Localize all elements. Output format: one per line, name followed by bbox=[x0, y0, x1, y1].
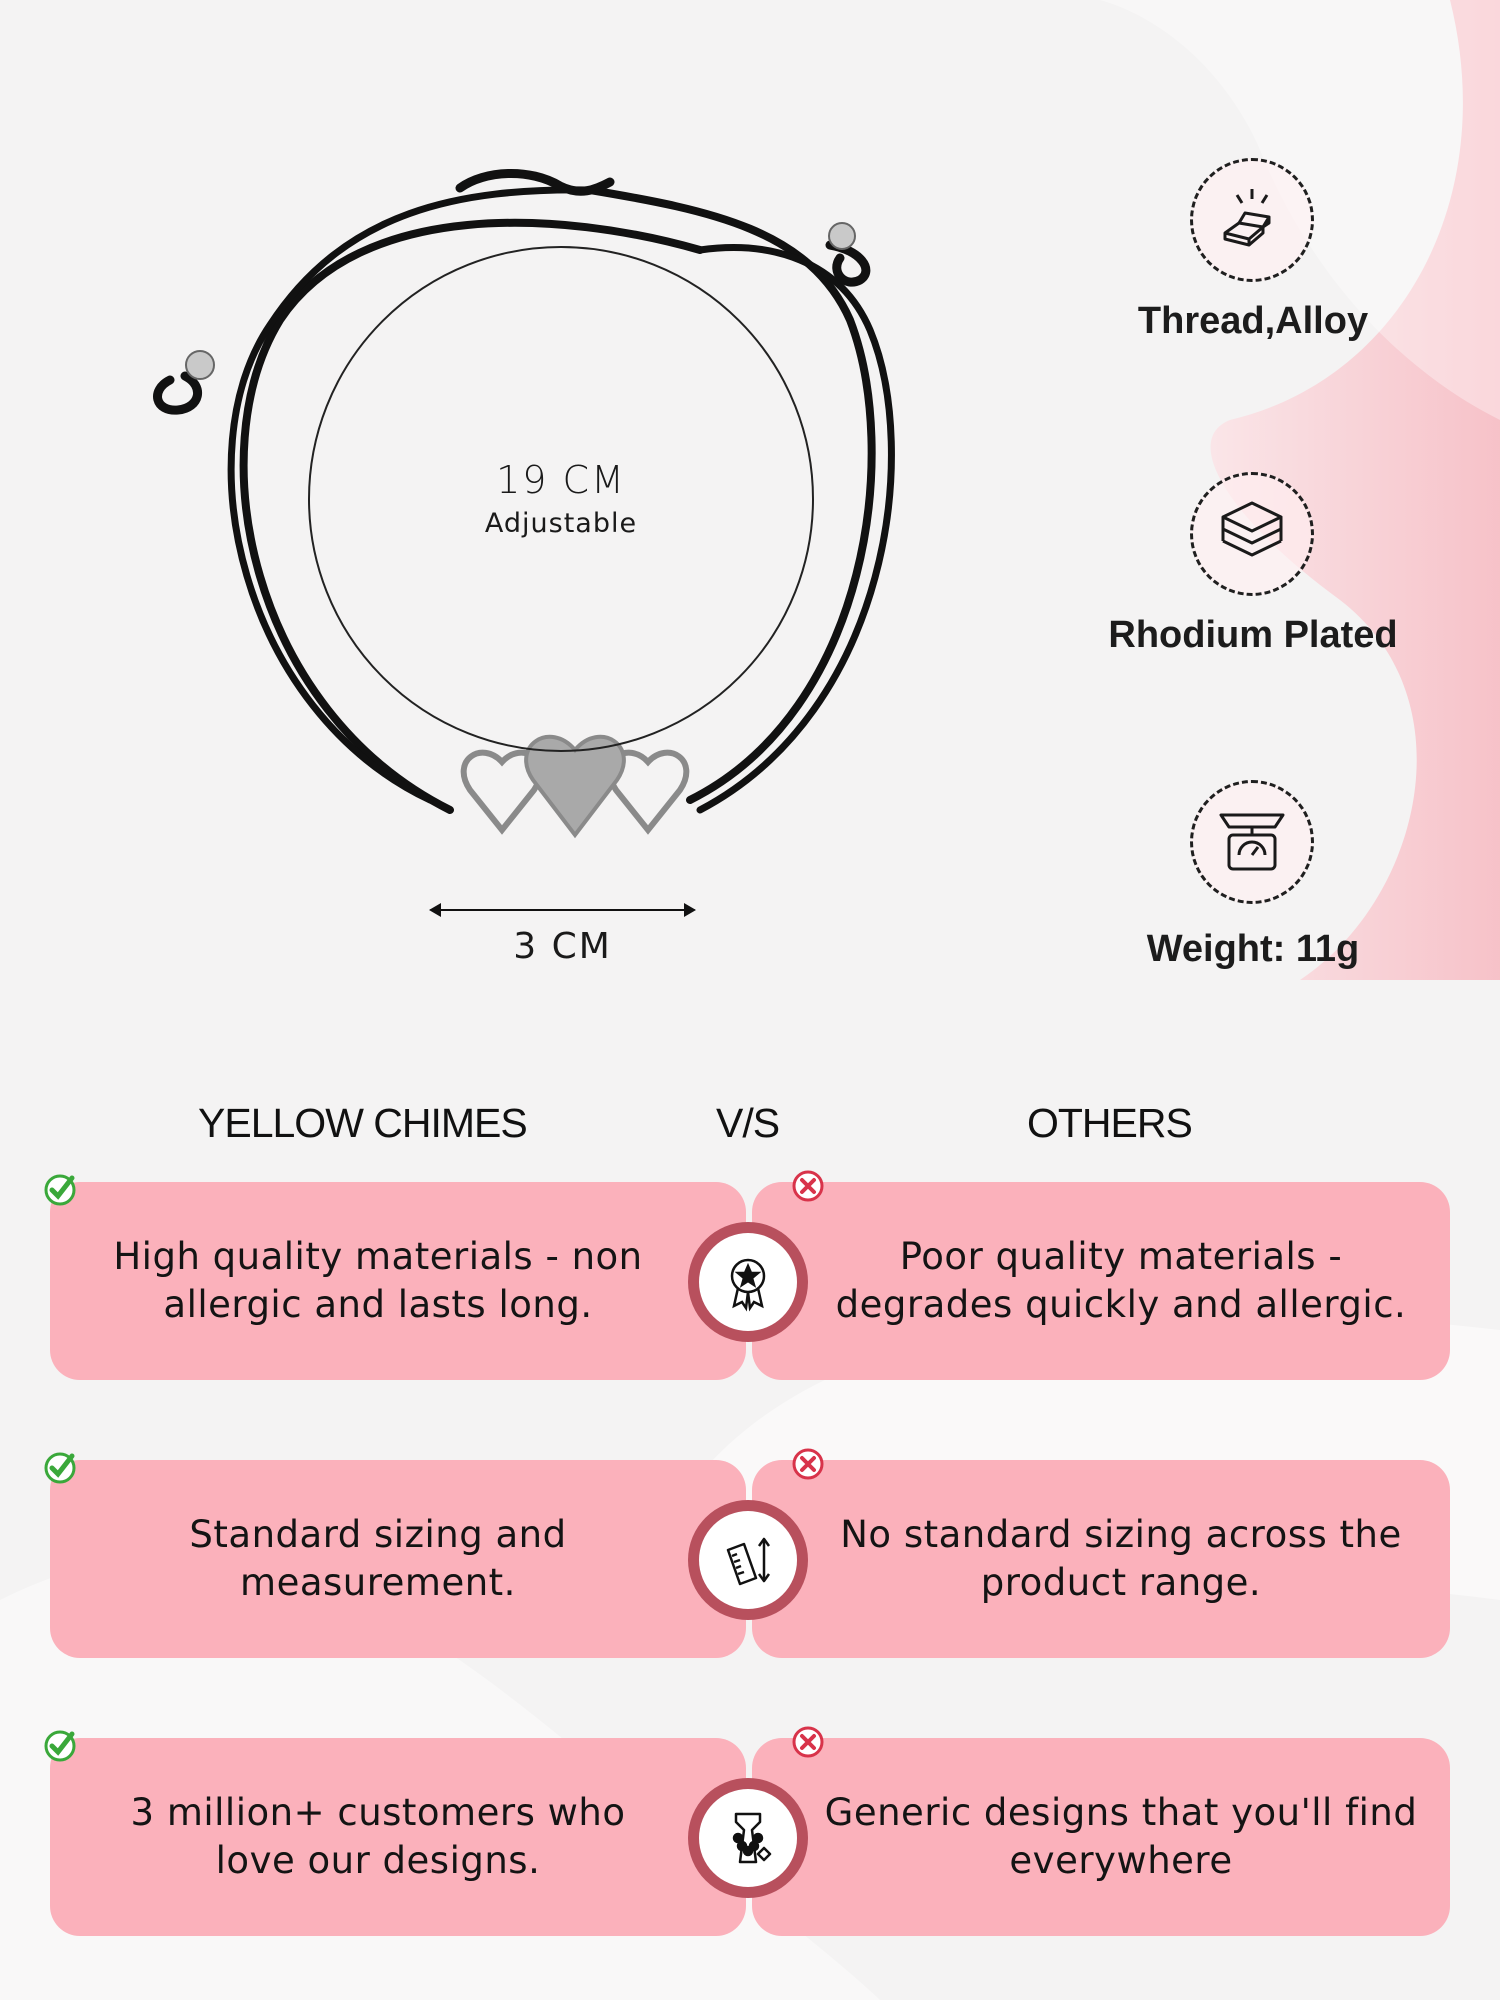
feature-material-label: Thread,Alloy bbox=[1137, 300, 1369, 342]
ruler-measure-icon bbox=[726, 1537, 771, 1586]
others-card-quality: Poor quality materials - degrades quickl… bbox=[752, 1182, 1450, 1380]
charm-width-label: 3 CM bbox=[513, 926, 612, 967]
comparison-badge bbox=[688, 1778, 808, 1898]
layers-icon bbox=[1221, 501, 1283, 557]
size-circle-outline bbox=[308, 246, 814, 752]
size-note: Adjustable bbox=[484, 508, 638, 539]
others-card-designs: Generic designs that you'll find everywh… bbox=[752, 1738, 1450, 1936]
ours-card-designs: 3 million+ customers who love our design… bbox=[50, 1738, 746, 1936]
ours-card-quality: High quality materials - non allergic an… bbox=[50, 1182, 746, 1380]
comparison-badge bbox=[688, 1222, 808, 1342]
check-icon bbox=[44, 1174, 76, 1206]
comparison-badge bbox=[688, 1500, 808, 1620]
cross-icon bbox=[792, 1726, 824, 1758]
width-arrow-icon bbox=[429, 903, 696, 917]
heading-yellow-chimes: YELLOW CHIMES bbox=[198, 1100, 528, 1146]
feature-badge-plating bbox=[1190, 472, 1314, 596]
cross-icon bbox=[792, 1448, 824, 1480]
quality-badge-icon bbox=[730, 1258, 766, 1312]
jewelry-display-icon bbox=[732, 1812, 772, 1864]
feature-badge-weight bbox=[1190, 780, 1314, 904]
heading-vs: V/S bbox=[716, 1100, 780, 1146]
feature-badge-material bbox=[1190, 158, 1314, 282]
metal-bars-icon bbox=[1223, 189, 1271, 247]
ours-card-sizing: Standard sizing and measurement. bbox=[50, 1460, 746, 1658]
size-value: 19 CM bbox=[496, 458, 626, 502]
feature-plating-label: Rhodium Plated bbox=[1108, 614, 1398, 656]
feature-weight-label: Weight: 11g bbox=[1146, 928, 1360, 970]
others-card-sizing: No standard sizing across the product ra… bbox=[752, 1460, 1450, 1658]
weighing-scale-icon bbox=[1219, 813, 1285, 871]
check-icon bbox=[44, 1730, 76, 1762]
cross-icon bbox=[792, 1170, 824, 1202]
heading-others: OTHERS bbox=[1027, 1100, 1193, 1146]
check-icon bbox=[44, 1452, 76, 1484]
bracelet-image bbox=[153, 168, 895, 910]
